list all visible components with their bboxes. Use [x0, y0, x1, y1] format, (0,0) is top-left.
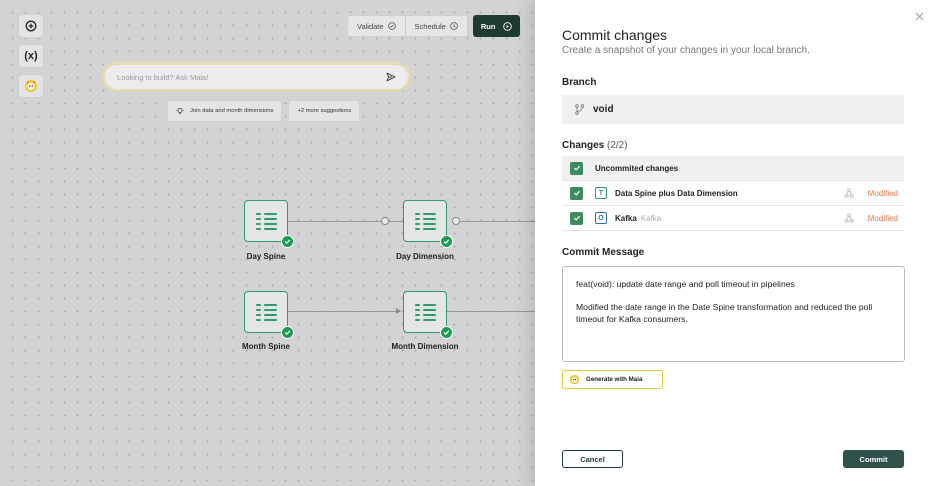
changes-header-row: Uncommited changes	[562, 156, 904, 181]
canvas-toolbar: (x)	[18, 14, 44, 98]
git-branch-icon	[575, 104, 585, 115]
changes-header-label: Uncommited changes	[595, 163, 679, 173]
more-suggestions-label: +2 more suggestions	[297, 108, 352, 114]
status-badge: Modified	[867, 188, 898, 198]
change-subtitle: Kafka	[640, 213, 662, 223]
run-button[interactable]: Run	[472, 15, 521, 37]
commit-message-body: Modified the date range in the Date Spin…	[576, 302, 873, 324]
validate-label: Validate	[357, 21, 384, 31]
plus-circle-icon	[25, 20, 37, 32]
connector	[460, 221, 535, 222]
connector	[286, 311, 398, 312]
changes-count: (2/2)	[607, 140, 628, 151]
branch-field: void	[562, 95, 904, 124]
commit-message-heading: Commit Message	[562, 247, 645, 258]
variables-icon: (x)	[24, 50, 38, 62]
changes-list: Uncommited changes T Data Spine plus Dat…	[562, 156, 904, 231]
node-month-dimension[interactable]	[403, 291, 453, 339]
output-port[interactable]	[452, 217, 460, 225]
table-icon	[414, 212, 436, 230]
node-month-spine[interactable]	[244, 291, 294, 339]
node-day-spine[interactable]	[244, 200, 294, 248]
lightbulb-icon	[176, 107, 184, 114]
node-label: Month Spine	[242, 342, 290, 351]
success-check-icon	[440, 326, 453, 339]
success-check-icon	[440, 235, 453, 248]
connector	[446, 311, 535, 312]
generate-with-maia-button[interactable]: Generate with Maia	[562, 370, 663, 389]
variables-button[interactable]: (x)	[18, 44, 44, 68]
generate-label: Generate with Maia	[586, 376, 643, 383]
cancel-button[interactable]: Cancel	[562, 450, 623, 468]
success-check-icon	[281, 326, 294, 339]
node-label: Day Dimension	[396, 252, 454, 261]
commit-button[interactable]: Commit	[843, 450, 904, 468]
clock-icon	[450, 22, 458, 30]
branch-name: void	[593, 104, 614, 115]
close-icon[interactable]	[915, 12, 924, 24]
pipeline-icon	[844, 188, 854, 198]
more-suggestions-chip[interactable]: +2 more suggestions	[288, 100, 361, 122]
add-component-button[interactable]	[18, 14, 44, 38]
arrow-head	[396, 308, 401, 314]
ask-maia-input[interactable]: Looking to build? Ask Maia!	[103, 63, 410, 91]
connector	[389, 221, 403, 222]
play-circle-icon	[503, 21, 513, 31]
commit-message-subject: feat(void): update date range and poll t…	[576, 279, 795, 289]
branch-heading: Branch	[562, 77, 597, 88]
top-actions: Validate Schedule Run	[347, 15, 521, 37]
input-port[interactable]	[381, 217, 389, 225]
change-row: T Data Spine plus Data Dimension Modifie…	[562, 181, 904, 206]
orchestration-type-icon: O	[595, 212, 607, 224]
change-checkbox[interactable]	[570, 186, 583, 200]
schedule-button[interactable]: Schedule	[404, 16, 467, 36]
maia-icon	[569, 374, 580, 385]
node-day-dimension[interactable]	[403, 200, 453, 248]
validate-button[interactable]: Validate	[348, 16, 405, 36]
connector	[286, 221, 382, 222]
status-badge: Modified	[867, 213, 898, 223]
maia-icon	[25, 80, 37, 92]
change-checkbox[interactable]	[570, 211, 583, 225]
node-label: Day Spine	[246, 252, 286, 261]
table-icon	[255, 303, 277, 321]
success-check-icon	[281, 235, 294, 248]
change-row: O Kafka Kafka Modified	[562, 206, 904, 231]
validate-schedule-group: Validate Schedule	[347, 15, 468, 37]
send-icon[interactable]	[386, 72, 396, 82]
changes-heading-label: Changes	[562, 140, 605, 151]
changes-heading: Changes (2/2)	[562, 140, 628, 151]
select-all-checkbox[interactable]	[570, 161, 583, 175]
ask-maia-placeholder: Looking to build? Ask Maia!	[117, 72, 209, 82]
change-status: Modified	[844, 213, 904, 223]
schedule-label: Schedule	[414, 21, 446, 31]
maia-button[interactable]	[18, 74, 44, 98]
panel-subtitle: Create a snapshot of your changes in you…	[562, 45, 810, 56]
pipeline-canvas[interactable]: (x) Validate Schedule	[0, 0, 535, 486]
commit-panel: Commit changes Create a snapshot of your…	[535, 0, 938, 486]
run-label: Run	[480, 21, 496, 31]
change-status: Modified	[844, 188, 904, 198]
pipeline-icon	[844, 213, 854, 223]
node-label: Month Dimension	[391, 342, 459, 351]
check-circle-icon	[387, 22, 396, 30]
commit-message-textarea[interactable]: feat(void): update date range and poll t…	[562, 266, 905, 362]
table-icon	[255, 212, 277, 230]
table-icon	[414, 303, 436, 321]
transformation-type-icon: T	[595, 187, 607, 199]
suggestions: Join data and month dimensions +2 more s…	[167, 100, 361, 122]
suggestion-chip[interactable]: Join data and month dimensions	[167, 100, 283, 122]
panel-title: Commit changes	[562, 27, 668, 43]
suggestion-label: Join data and month dimensions	[190, 108, 274, 114]
change-name: Data Spine plus Data Dimension	[615, 188, 738, 198]
change-name: Kafka	[615, 213, 637, 223]
